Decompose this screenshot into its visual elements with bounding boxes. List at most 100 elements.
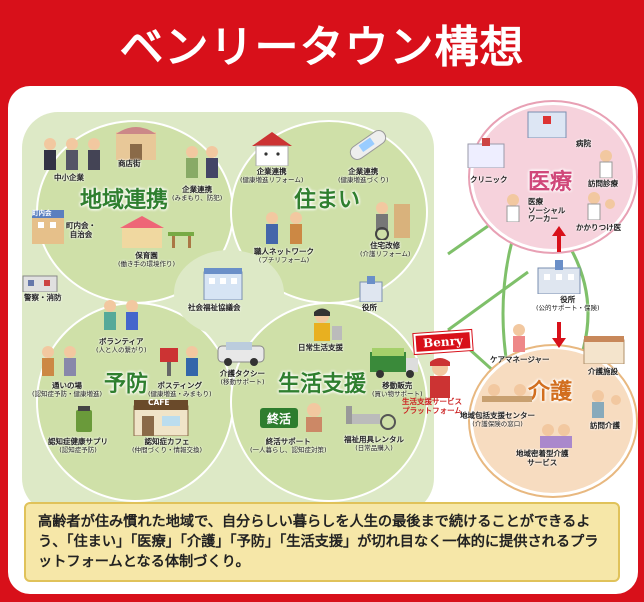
care-manager-label: ケアマネージャー (490, 355, 550, 364)
house-illustration (252, 132, 292, 166)
jutaku-kaishu-sub: (介護リフォーム) (360, 249, 411, 258)
cafe-illustration (132, 398, 190, 436)
kigyo-renkei-1-illustration (178, 144, 224, 180)
yakusho-2-sub: (公的サポート・保険) (536, 303, 600, 312)
chonaikai-illustration (30, 208, 66, 244)
cafe-sign: CAFE (148, 398, 170, 407)
homon-kaigo-label: 訪問介護 (590, 421, 620, 430)
fukushi-yogu-illustration (344, 402, 396, 432)
jutaku-kaishu-label: 住宅改修(介護リフォーム) (360, 241, 411, 258)
kigyo-renkei-3-sub: (健康増進づくり) (338, 175, 389, 184)
chushokigyo-illustration (38, 136, 108, 172)
shokunin-illustration (258, 210, 314, 246)
ido-hanbai-illustration (368, 346, 420, 378)
kayoiba-illustration (36, 344, 92, 380)
shakai-fukushi-illustration (202, 266, 244, 300)
section-label-seikatsu: 生活支援 (278, 372, 367, 397)
byoin-label: 病院 (576, 139, 591, 148)
ninchisho-supple-label: 認知症健康サプリ(認知症予防) (48, 437, 108, 454)
posting-label: ポスティング(健康増進・みまもり) (148, 381, 212, 398)
kaigo-taxi-label: 介護タクシー(移動サポート) (220, 369, 265, 386)
shukatsu-support-sub: (一人暮らし、認知症対策) (250, 445, 327, 454)
chiiki-mitchaku-illustration (536, 422, 576, 448)
section-label-sumai: 住まい (294, 188, 361, 213)
ninchisho-cafe-sub: (仲間づくり・情報交換) (132, 445, 203, 454)
seikatsu-platform-label: 生活支援サービス プラットフォーム (402, 397, 462, 415)
chiiki-mitchaku-label: 地域密着型介護 サービス (516, 449, 569, 467)
kigyo-renkei-2-sub: (健康増進リフォーム) (240, 175, 304, 184)
machi-sign: 町内会 (32, 209, 52, 217)
hoikuen-illustration (120, 216, 196, 248)
chiiki-hokatsu-label: 地域包括支援センター(介護保険の窓口) (460, 411, 535, 428)
chushokigyo-label: 中小企業 (54, 173, 84, 182)
kaigo-shisetsu-label: 介護施設 (588, 367, 618, 376)
yakusho-2-label: 役所(公的サポート・保険) (536, 295, 600, 312)
arrow-down-icon (552, 322, 566, 348)
content-panel: 地域連携 住まい 予防 生活支援 医療 介護 商店街 中小企業 企業連携(みまも… (8, 86, 638, 594)
byoin-illustration (526, 108, 568, 138)
kigyo-renkei-1-label: 企業連携(みまもり、防犯) (172, 185, 223, 202)
homon-shinryo-illustration (590, 148, 624, 178)
ido-hanbai-sub: (買い物サポート) (372, 389, 423, 398)
yakusho-1-illustration (358, 276, 384, 302)
ninchisho-supple-sub: (認知症予防) (59, 445, 97, 454)
kaigo-shisetsu-illustration (582, 334, 626, 364)
arrow-up-icon (552, 226, 566, 252)
kigyo-renkei-3-label: 企業連携(健康増進づくり) (338, 167, 389, 184)
shotengai-illustration (114, 124, 158, 160)
volunteer-illustration (98, 298, 148, 334)
supple-illustration (74, 406, 94, 432)
posting-sub: (健康増進・みまもり) (148, 389, 212, 398)
shotengai-label: 商店街 (118, 159, 141, 168)
shukatsu-support-label: 終活サポート(一人暮らし、認知症対策) (250, 437, 327, 454)
iryo-sw-label: 医療 ソーシャル ワーカー (528, 197, 566, 224)
yakusho-2-illustration (536, 260, 582, 294)
shukatsu-sign: 終活 (260, 408, 298, 428)
fukushi-yogu-sub: (日常品購入) (355, 443, 393, 452)
volunteer-sub: (人と人の繋がり) (96, 345, 147, 354)
section-label-yobo: 予防 (104, 372, 149, 397)
homon-kaigo-illustration (586, 388, 626, 418)
chiiki-hokatsu-illustration (480, 380, 534, 410)
shukatsu-person-illustration (300, 402, 328, 432)
volunteer-label: ボランティア(人と人の繋がり) (96, 337, 147, 354)
kaigo-taxi-sub: (移動サポート) (220, 377, 265, 386)
clinic-label: クリニック (470, 175, 508, 184)
shokunin-sub: (プチリフォーム) (258, 255, 310, 264)
chiiki-hokatsu-sub: (介護保険の窓口) (472, 419, 523, 428)
nichijo-illustration (304, 308, 344, 342)
shokunin-label: 職人ネットワーク(プチリフォーム) (254, 247, 314, 264)
yakusho-1-label: 役所 (362, 303, 377, 312)
nichijo-seikatsu-label: 日常生活支援 (298, 343, 343, 352)
clinic-illustration (466, 138, 506, 168)
section-label-chiiki: 地域連携 (80, 188, 169, 213)
kaigo-circle (470, 346, 636, 496)
keisatsu-illustration (22, 272, 58, 292)
jutaku-kaishu-illustration (368, 200, 412, 240)
hoikuen-label: 保育園(働き手の環境作り) (118, 251, 176, 268)
thermometer-illustration (344, 126, 390, 166)
keisatsu-label: 警察・消防 (24, 293, 62, 302)
page-title: ベンリータウン構想 (119, 22, 525, 73)
description-box: 高齢者が住み慣れた地域で、自分らしい暮らしを人生の最後まで続けることができるよう… (24, 502, 620, 582)
homon-shinryo-label: 訪問診療 (588, 179, 618, 188)
kakaritsuke-label: かかりつけ医 (576, 223, 622, 232)
kakaritsuke-illustration (582, 190, 618, 220)
ido-hanbai-label: 移動販売(買い物サポート) (372, 381, 423, 398)
kayoiba-label: 通いの場(認知症予防・健康増進) (32, 381, 103, 398)
kayoiba-sub: (認知症予防・健康増進) (32, 389, 103, 398)
fukushi-yogu-label: 福祉用具レンタル(日常品購入) (344, 435, 404, 452)
posting-illustration (158, 344, 204, 378)
shakai-fukushi-label: 社会福祉協議会 (188, 303, 241, 312)
kigyo-renkei-2-label: 企業連携(健康増進リフォーム) (240, 167, 304, 184)
care-manager-illustration (506, 322, 532, 352)
section-label-kaigo: 介護 (528, 380, 573, 405)
kaigo-taxi-illustration (216, 340, 266, 366)
kigyo-renkei-1-sub: (みまもり、防犯) (172, 193, 223, 202)
hoikuen-sub: (働き手の環境作り) (118, 259, 176, 268)
benry-logo: Benry (413, 330, 473, 354)
section-label-iryo: 医療 (528, 170, 573, 195)
ninchisho-cafe-label: 認知症カフェ(仲間づくり・情報交換) (132, 437, 203, 454)
platform-person-illustration (422, 358, 458, 398)
iryo-sw-illustration (502, 192, 524, 222)
